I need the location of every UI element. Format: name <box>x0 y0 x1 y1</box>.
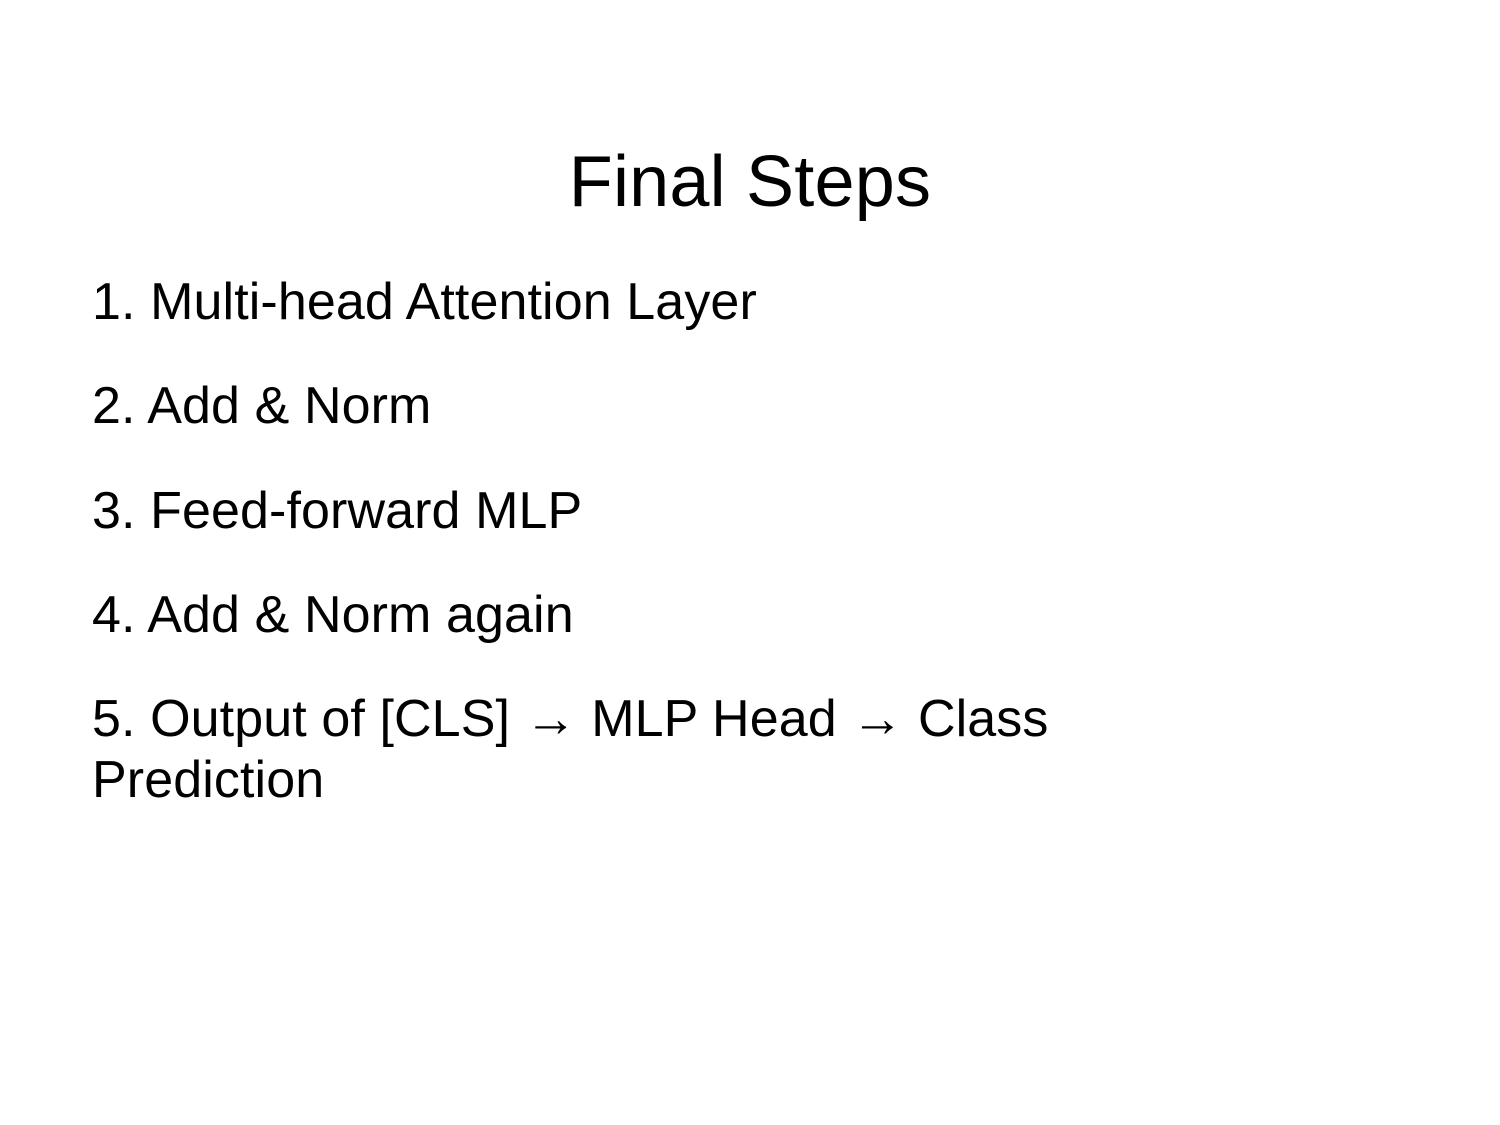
steps-list: 1. Multi-head Attention Layer 2. Add & N… <box>92 272 1192 810</box>
list-item: 5. Output of [CLS] → MLP Head → Class Pr… <box>92 690 1049 809</box>
list-item: 3. Feed-forward MLP <box>92 481 583 540</box>
list-item: 1. Multi-head Attention Layer <box>92 273 757 331</box>
page-title: Final Steps <box>568 142 932 223</box>
list-item: 4. Add & Norm again <box>92 585 574 644</box>
list-item: 2. Add & Norm <box>92 377 432 436</box>
